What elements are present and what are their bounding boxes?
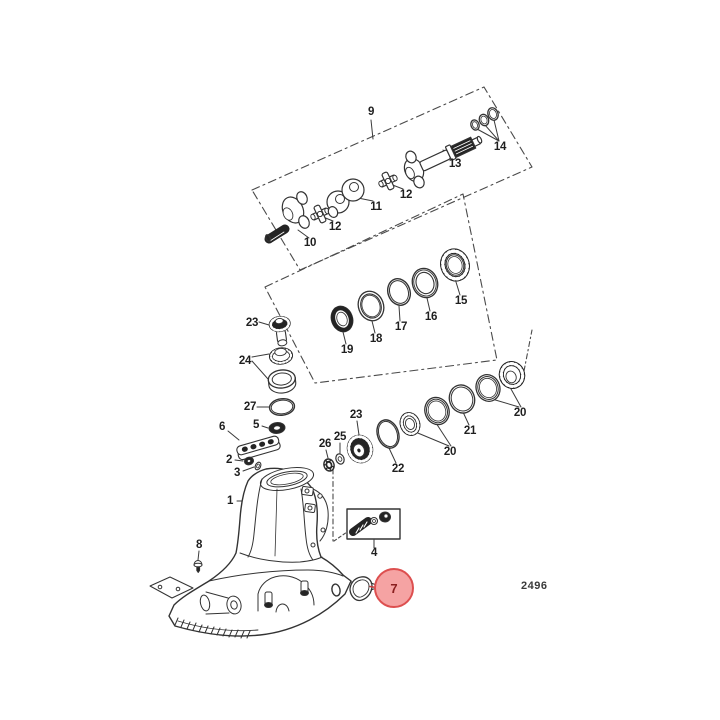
gear-ring-part-15 — [440, 248, 470, 282]
nut-part-2 — [243, 456, 255, 466]
pinion-stack — [267, 315, 297, 434]
part-code: 2496 — [521, 580, 548, 592]
u-joint-part-12-rear — [378, 171, 398, 191]
o-ring-part-22 — [376, 419, 400, 449]
plate-part-6 — [236, 435, 281, 461]
race-part-24 — [267, 369, 297, 394]
hardware — [193, 435, 281, 573]
coupler-part-11 — [326, 178, 365, 218]
driveshaft-assembly — [264, 107, 499, 244]
bearing-group-box — [264, 193, 498, 384]
seal-part-5 — [268, 422, 286, 434]
washer-part-3 — [254, 461, 262, 471]
race-part-20-outer — [475, 374, 501, 402]
gear-part-23 — [346, 434, 374, 464]
oil-plug-kit-part-4 — [346, 508, 401, 540]
axis-connector — [333, 531, 348, 542]
screw-part-8 — [193, 560, 203, 573]
leader-lines — [197, 119, 522, 561]
gear-bearing-set — [323, 361, 526, 472]
race-part-18 — [357, 290, 385, 322]
bearing-part-20-inner — [399, 412, 421, 436]
o-ring-part-27 — [268, 398, 296, 416]
o-rings-part-14 — [470, 107, 499, 131]
housing-silhouette — [168, 467, 352, 637]
bearing-part-20-outer — [498, 361, 526, 389]
bearing-part-24 — [268, 347, 294, 365]
pinion-gear-part-23 — [268, 315, 291, 347]
axis-stub-bearing — [523, 329, 533, 372]
highlighted-part-badge[interactable]: 7 — [374, 568, 414, 608]
housing-part-1 — [149, 466, 352, 639]
washer-part-25 — [335, 453, 345, 465]
o-ring-part-17 — [386, 278, 412, 306]
yoke-part-10 — [264, 191, 310, 244]
housing-wing — [149, 576, 194, 599]
shaft-part-13 — [403, 135, 483, 189]
race-part-20-inner — [424, 396, 450, 426]
u-joint-part-12-front — [310, 204, 330, 224]
ring-part-21 — [448, 384, 476, 414]
housing-hatching — [174, 617, 251, 639]
housing-top-groove — [270, 472, 304, 486]
highlighted-part-number: 7 — [390, 580, 398, 596]
seal-part-19 — [330, 305, 354, 333]
nut-part-26 — [323, 458, 335, 472]
driveshaft-group-box — [251, 86, 533, 271]
race-part-16 — [411, 267, 439, 299]
bearing-ring-set — [330, 248, 470, 333]
housing-port-hole — [331, 583, 341, 597]
